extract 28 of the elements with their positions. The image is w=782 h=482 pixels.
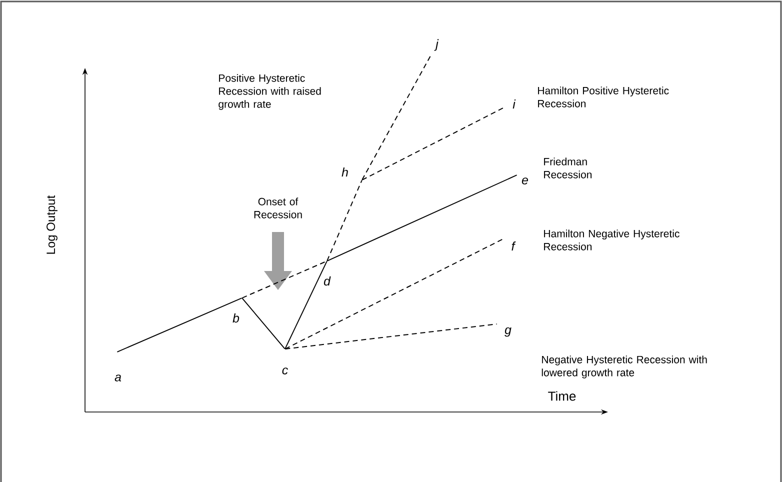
axis-label: Time <box>548 391 576 401</box>
point-label: d <box>324 276 331 286</box>
line <box>242 298 286 350</box>
annotation-text: Friedman Recession <box>544 158 592 178</box>
callout-text: Onset of Recession <box>254 198 302 218</box>
line <box>326 180 362 262</box>
point-label: h <box>342 167 348 177</box>
annotation-text: Hamilton Positive Hysteretic Recession <box>538 86 669 108</box>
point-label: g <box>504 327 512 337</box>
line <box>284 260 328 350</box>
line <box>242 260 328 298</box>
line <box>362 106 506 180</box>
line <box>362 54 432 180</box>
point-label: f <box>512 241 516 251</box>
line <box>284 324 498 350</box>
point-label: a <box>114 374 122 382</box>
point-label: b <box>232 313 240 323</box>
annotation-text: Negative Hysteretic Recession with lowered growth rate <box>542 356 707 378</box>
axis-label: Log Output <box>46 195 58 254</box>
annotation-text: Positive Hysteretic Recession with raised growth rate <box>218 74 321 110</box>
line <box>326 174 518 262</box>
point-label: j <box>434 39 439 51</box>
point-label: c <box>282 368 288 374</box>
point-label: e <box>522 178 528 184</box>
line <box>116 298 242 352</box>
line <box>284 238 506 350</box>
point-label: i <box>512 99 516 109</box>
annotation-text: Hamilton Negative Hysteretic Recession <box>544 230 680 250</box>
